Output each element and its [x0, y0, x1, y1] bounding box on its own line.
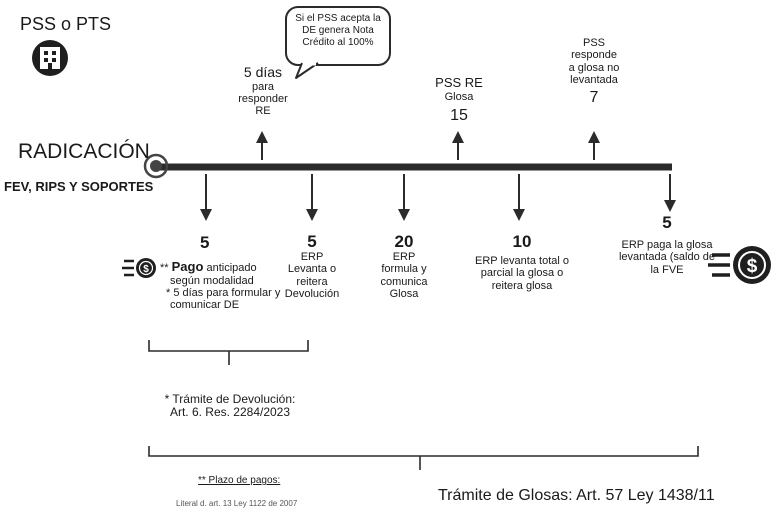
pago-line: comunicar DE — [170, 299, 240, 312]
event-line: formula y — [381, 263, 427, 276]
devolucion-line: * Trámite de Devolución: — [164, 392, 296, 406]
actor-title: PSS o PTS — [20, 14, 112, 34]
event-line: RE — [255, 105, 271, 118]
event-line: parcial la glosa o — [480, 267, 564, 280]
event-paga-glosa: 5 ERP paga la glosa levantada (saldo de … — [612, 213, 722, 276]
event-line: responder — [238, 92, 288, 105]
event-pss-responde: PSS responde a glosa no levantada 7 — [562, 37, 626, 107]
svg-text:$: $ — [143, 264, 149, 275]
event-line: ERP — [392, 251, 416, 264]
event-line: PSS — [582, 37, 605, 49]
plazo-ref: Literal d. art. 13 Ley 1122 de 2007 — [176, 499, 298, 508]
pago-line: según modalidad — [170, 274, 254, 287]
event-line: Devolución — [284, 287, 340, 300]
event-pss-re-glosa: PSS RE Glosa 15 — [430, 75, 488, 125]
pago-rest: anticipado — [206, 262, 257, 274]
event-line: responde — [571, 49, 617, 62]
pago-word: Pago — [171, 259, 204, 274]
event-line: Glosa — [389, 287, 419, 300]
event-pago-number: 5 — [200, 233, 210, 252]
callout-line: Crédito al 100% — [302, 37, 374, 48]
callout-line: Si el PSS acepta la — [295, 13, 381, 24]
pago-marker: ** — [160, 262, 169, 274]
event-line: reitera — [296, 275, 328, 288]
callout-text: Si el PSS acepta la DE genera Nota Crédi… — [289, 13, 387, 49]
event-number: 7 — [589, 89, 599, 107]
glosas-title: Trámite de Glosas: Art. 57 Ley 1438/11 — [438, 487, 715, 504]
plazo-label: ** Plazo de pagos: — [198, 475, 281, 486]
callout-bubble — [285, 6, 391, 79]
event-pago-text: ** Pago anticipado según modalidad * 5 d… — [160, 259, 281, 312]
event-line: Glosa — [444, 90, 474, 103]
event-line: reitera glosa — [491, 279, 553, 292]
event-line: levantada (saldo de — [618, 251, 715, 264]
event-number: 10 — [512, 232, 532, 251]
event-line: ERP — [300, 251, 324, 264]
coin-dollar-icon: $ — [122, 258, 156, 278]
event-number: 5 días — [243, 64, 283, 80]
event-number: 5 — [662, 213, 672, 232]
event-responder-re: 5 días para responder RE — [234, 64, 292, 118]
coin-dollar-icon: $ — [708, 246, 771, 284]
radicacion-subtitle: FEV, RIPS Y SOPORTES — [4, 179, 154, 194]
pago-line: ** Pago anticipado — [160, 259, 280, 275]
callout-line: DE genera Nota — [302, 25, 374, 36]
svg-text:$: $ — [747, 256, 758, 277]
event-number: 5 — [307, 232, 317, 251]
event-line: levantada — [570, 73, 618, 86]
event-line: para — [251, 80, 275, 93]
devolucion-bracket — [148, 340, 309, 365]
timeline-start-marker — [143, 153, 169, 179]
event-line: PSS RE — [435, 75, 483, 90]
devolucion-line: Art. 6. Res. 2284/2023 — [169, 405, 291, 420]
glosas-bracket — [148, 446, 699, 470]
hospital-building-icon — [32, 40, 68, 76]
event-formula-glosa: 20 ERP formula y comunica Glosa — [372, 232, 436, 300]
pago-line: * 5 días para formular y — [166, 286, 281, 299]
radicacion-title: RADICACIÓN — [18, 140, 150, 163]
event-levanta-glosa: 10 ERP levanta total o parcial la glosa … — [470, 232, 574, 292]
event-number: 20 — [394, 232, 414, 251]
event-line: ERP levanta total o — [475, 255, 569, 268]
event-line: a glosa no — [568, 61, 620, 74]
event-levanta-devolucion: 5 ERP Levanta o reitera Devolución — [280, 232, 344, 300]
event-line: Levanta o — [287, 263, 337, 276]
event-line: comunica — [380, 275, 428, 288]
event-number: 15 — [450, 106, 468, 124]
devolucion-note: * Trámite de Devolución: Art. 6. Res. 22… — [150, 392, 310, 420]
event-line: la FVE — [650, 263, 684, 276]
event-line: ERP paga la glosa — [621, 239, 713, 252]
